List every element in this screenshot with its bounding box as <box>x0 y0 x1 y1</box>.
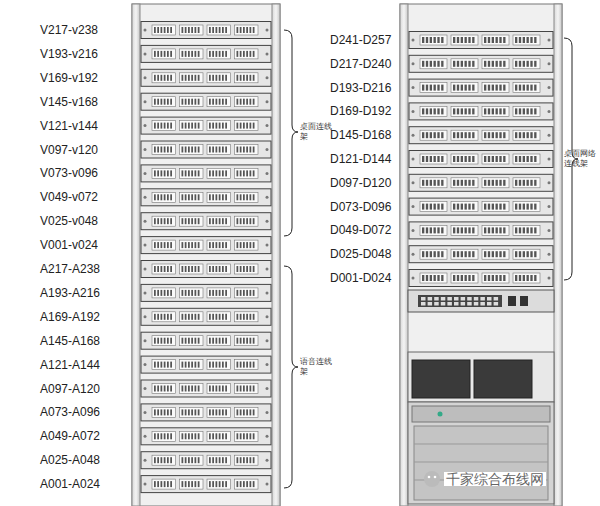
monitor-shelf <box>408 352 554 402</box>
patch-panel <box>141 22 271 39</box>
port-range-label: A001-A024 <box>40 477 100 491</box>
patch-panel <box>141 428 271 445</box>
patch-panel <box>409 174 553 191</box>
patch-panel <box>141 45 271 62</box>
port-range-label: A145-A168 <box>40 334 100 348</box>
patch-panel <box>409 151 553 168</box>
port-range-label: V073-v096 <box>40 166 98 180</box>
port-range-label: D145-D168 <box>330 128 391 142</box>
port-range-label: A025-A048 <box>40 453 100 467</box>
port-range-label: D001-D024 <box>330 271 391 285</box>
port-range-label: D121-D144 <box>330 152 391 166</box>
right-rack <box>400 4 562 506</box>
patch-panel <box>409 270 553 287</box>
port-range-label: V049-v072 <box>40 190 98 204</box>
patch-panel <box>141 117 271 134</box>
patch-panel <box>141 141 271 158</box>
patch-panel <box>141 356 271 373</box>
patch-panel <box>409 103 553 120</box>
patch-panel <box>409 32 553 49</box>
port-range-label: V001-v024 <box>40 238 98 252</box>
bracket-label: 桌面网络连线架 <box>564 149 598 169</box>
patch-panel <box>141 165 271 182</box>
patch-panel <box>141 332 271 349</box>
bracket <box>284 30 298 236</box>
port-range-label: V193-v216 <box>40 47 98 61</box>
port-range-label: A193-A216 <box>40 286 100 300</box>
port-range-label: V217-v238 <box>40 23 98 37</box>
patch-panel <box>141 284 271 301</box>
patch-panel <box>141 476 271 493</box>
patch-panel <box>141 380 271 397</box>
port-range-label: D169-D192 <box>330 104 391 118</box>
port-range-label: D049-D072 <box>330 223 391 237</box>
patch-panel <box>141 404 271 421</box>
port-range-label: D241-D257 <box>330 33 391 47</box>
port-range-label: V145-v168 <box>40 95 98 109</box>
port-range-label: D025-D048 <box>330 247 391 261</box>
patch-panel <box>141 308 271 325</box>
port-range-label: A073-A096 <box>40 405 100 419</box>
bracket <box>284 266 298 488</box>
patch-panel <box>141 261 271 278</box>
patch-panel <box>141 237 271 254</box>
port-range-label: V121-v144 <box>40 119 98 133</box>
patch-panel <box>141 93 271 110</box>
patch-panel <box>409 246 553 263</box>
patch-panel <box>409 222 553 239</box>
port-range-label: D097-D120 <box>330 176 391 190</box>
patch-panel <box>409 55 553 72</box>
watermark: 千家综合布线网 <box>444 472 546 486</box>
port-range-label: A217-A238 <box>40 262 100 276</box>
bracket-label: 语音连线架 <box>300 357 334 377</box>
port-range-label: V097-v120 <box>40 143 98 157</box>
port-range-label: V169-v192 <box>40 71 98 85</box>
left-rack <box>132 4 280 506</box>
bracket-label: 桌面连线架 <box>300 122 334 142</box>
network-switch <box>408 290 554 312</box>
patch-panel <box>141 213 271 230</box>
patch-panel <box>409 79 553 96</box>
patch-panel <box>409 127 553 144</box>
port-range-label: D193-D216 <box>330 81 391 95</box>
patch-panel <box>141 69 271 86</box>
port-range-label: D217-D240 <box>330 57 391 71</box>
patch-panel <box>141 189 271 206</box>
patch-panel <box>141 452 271 469</box>
port-range-label: A049-A072 <box>40 429 100 443</box>
watermark-icon <box>424 471 440 487</box>
port-range-label: D073-D096 <box>330 200 391 214</box>
port-range-label: A097-A120 <box>40 382 100 396</box>
port-range-label: A121-A144 <box>40 358 100 372</box>
port-range-label: A169-A192 <box>40 310 100 324</box>
server-unit <box>408 402 554 504</box>
port-range-label: V025-v048 <box>40 214 98 228</box>
patch-panel <box>409 198 553 215</box>
